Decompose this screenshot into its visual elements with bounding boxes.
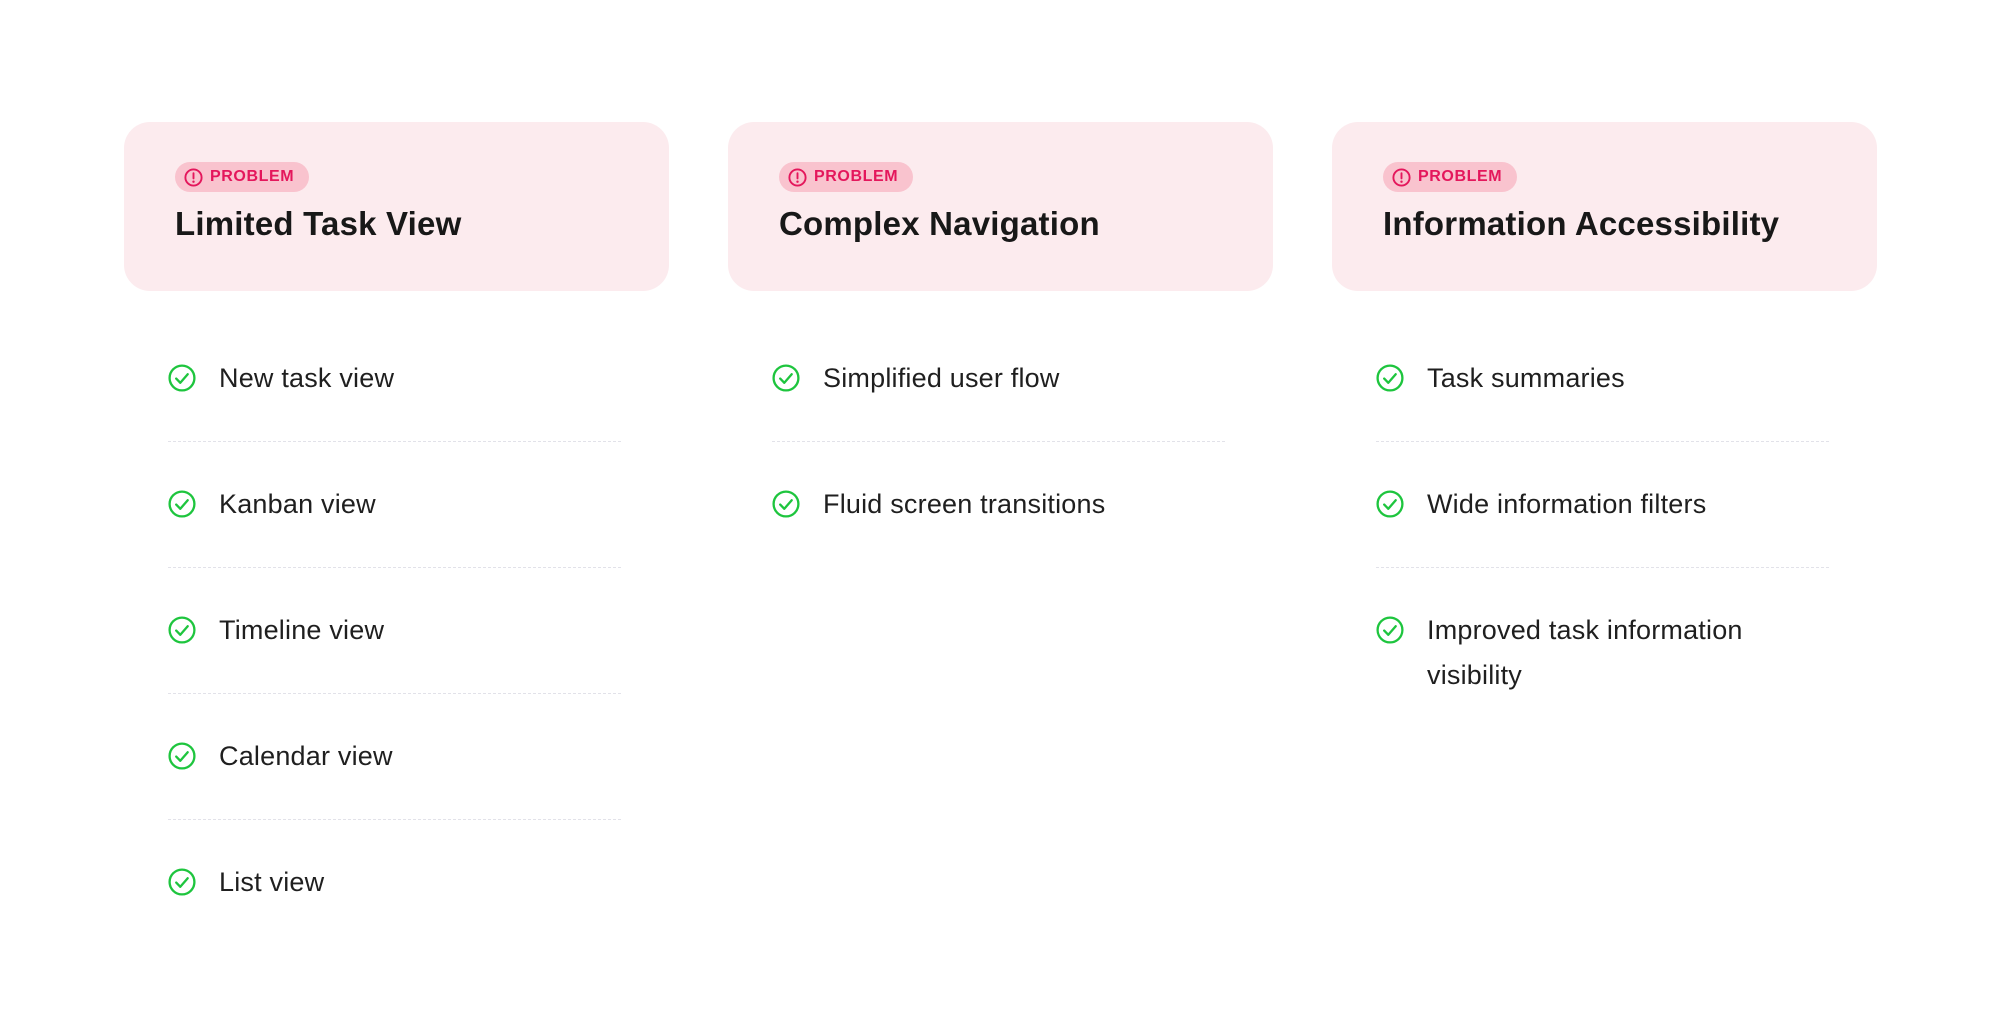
problem-badge-label: PROBLEM [1418,168,1503,185]
list-item-label: Improved task information visibility [1427,615,1743,690]
list-item-label: List view [219,867,325,897]
list-item-label: Wide information filters [1427,489,1707,519]
list-item: Calendar view [168,694,621,820]
list-item: Improved task information visibility [1376,568,1829,738]
column-information-accessibility: PROBLEM Information Accessibility Task s… [1332,122,1877,945]
list-item: New task view [168,316,621,442]
check-circle-icon [168,868,196,896]
problem-badge: PROBLEM [779,162,914,192]
problem-card: PROBLEM Limited Task View [124,122,669,291]
list-item: Kanban view [168,442,621,568]
list-item: Task summaries [1376,316,1829,442]
problem-card: PROBLEM Information Accessibility [1332,122,1877,291]
list-item-label: Task summaries [1427,363,1625,393]
card-title: Information Accessibility [1383,205,1780,242]
alert-circle-icon [184,167,203,187]
list-item-label: Timeline view [219,615,385,645]
check-circle-icon [1376,490,1404,518]
check-circle-icon [772,364,800,392]
list-item-label: Simplified user flow [823,363,1060,393]
check-circle-icon [168,490,196,518]
list-item: List view [168,820,621,945]
list-item-label: Calendar view [219,741,393,771]
card-title: Complex Navigation [779,205,1100,242]
card-title: Limited Task View [175,205,462,242]
list-item-label: Kanban view [219,489,376,519]
list-item: Simplified user flow [772,316,1225,442]
check-circle-icon [168,742,196,770]
problem-badge: PROBLEM [1383,162,1518,192]
list-item: Fluid screen transitions [772,442,1225,567]
column-complex-navigation: PROBLEM Complex Navigation Simplified us… [728,122,1273,945]
solution-list: New task view Kanban view Timeline view … [168,316,621,945]
check-circle-icon [168,616,196,644]
list-item-label: New task view [219,363,395,393]
problem-badge-label: PROBLEM [210,168,295,185]
solution-list: Simplified user flow Fluid screen transi… [772,316,1225,567]
problem-badge: PROBLEM [175,162,310,192]
column-limited-task-view: PROBLEM Limited Task View New task view … [124,122,669,945]
check-circle-icon [1376,616,1404,644]
check-circle-icon [1376,364,1404,392]
list-item-label: Fluid screen transitions [823,489,1106,519]
problem-board: PROBLEM Limited Task View New task view … [124,122,1877,945]
problem-card: PROBLEM Complex Navigation [728,122,1273,291]
check-circle-icon [168,364,196,392]
problem-badge-label: PROBLEM [814,168,899,185]
check-circle-icon [772,490,800,518]
solution-list: Task summaries Wide information filters … [1376,316,1829,738]
list-item: Timeline view [168,568,621,694]
alert-circle-icon [788,167,807,187]
list-item: Wide information filters [1376,442,1829,568]
alert-circle-icon [1392,167,1411,187]
